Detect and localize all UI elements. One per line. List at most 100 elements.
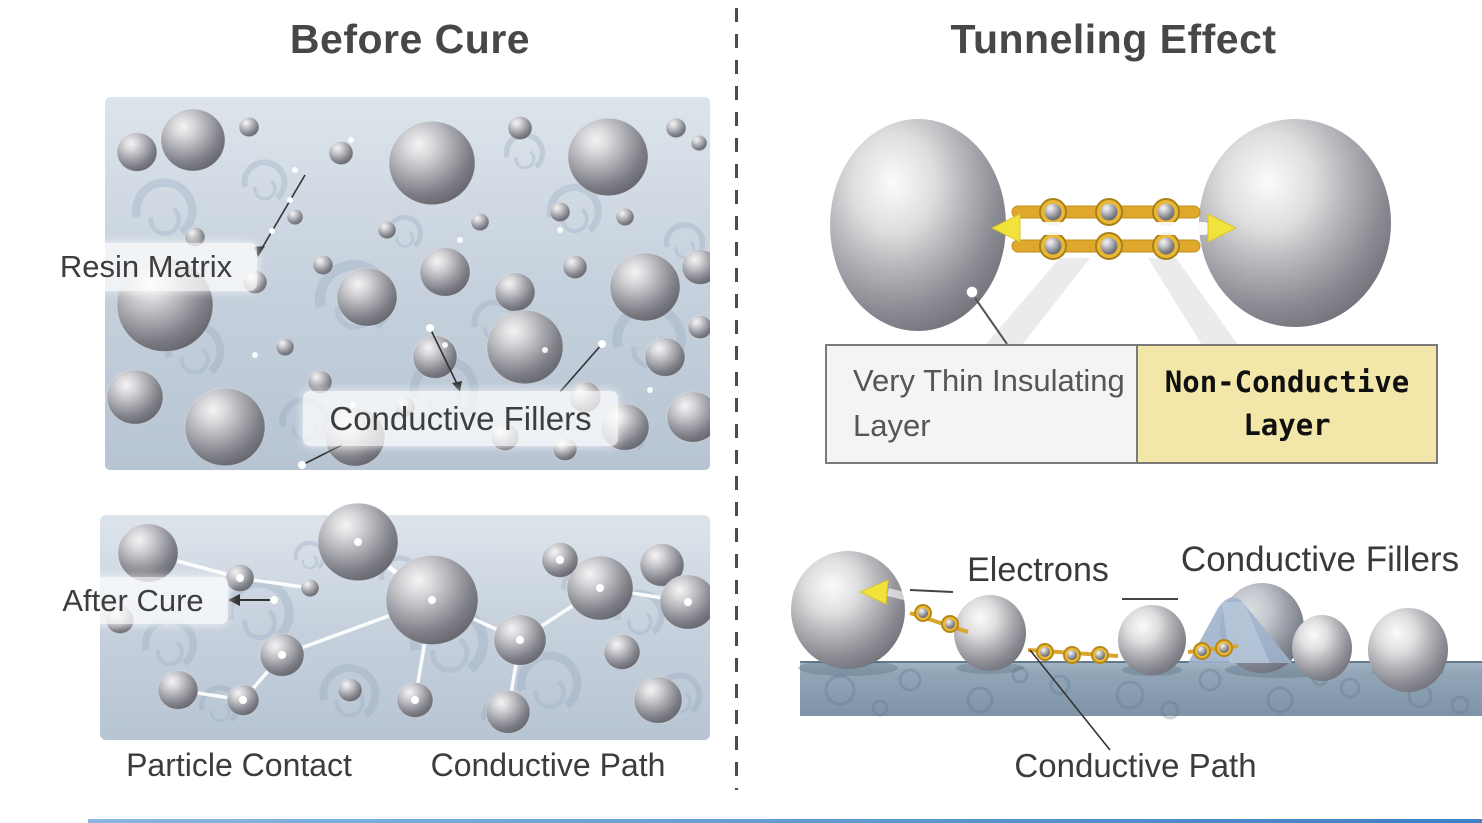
resin-swirl — [517, 651, 582, 709]
electrons-label: Electrons — [967, 551, 1109, 589]
filler-sphere — [1118, 605, 1186, 675]
filler-sphere — [494, 272, 536, 312]
resin-swirl — [429, 637, 470, 673]
filler-sphere — [665, 117, 687, 139]
filler-sphere — [681, 249, 710, 285]
electron-ball — [1157, 203, 1175, 221]
substrate-texture — [1115, 680, 1145, 710]
filler-sphere — [954, 595, 1026, 671]
junction-dot — [516, 636, 524, 644]
substrate-texture — [966, 686, 994, 714]
filler-sphere — [238, 116, 260, 138]
filler-sphere — [1292, 615, 1352, 681]
leader-dot — [298, 461, 306, 469]
layer-label-boxes: Very Thin Insulating Layer Non-Conductiv… — [825, 344, 1438, 464]
arrow-glow — [1012, 222, 1090, 235]
resin-swirl — [663, 222, 706, 260]
resin-swirl — [293, 540, 326, 570]
filler-sphere — [275, 337, 295, 357]
section-divider-dashed-line — [735, 8, 738, 790]
resin-swirl — [319, 664, 380, 718]
tunneling-effect-title: Tunneling Effect — [950, 16, 1277, 62]
filler-sphere — [160, 108, 226, 172]
resin-swirl — [224, 578, 294, 641]
highlight-dot — [442, 342, 448, 348]
filler-sphere — [615, 207, 635, 227]
electrons-leader-line — [909, 589, 954, 593]
conductive-path-label-right: Conductive Path — [1014, 747, 1257, 784]
before-cure-illustration — [105, 97, 710, 470]
junction-dot — [411, 696, 419, 704]
filler-sphere — [419, 247, 471, 297]
conductive-path-leader-line — [1029, 649, 1111, 751]
leader-arrowhead-icon — [452, 381, 462, 392]
fillers-leader-line — [301, 444, 343, 466]
substrate-texture — [1339, 677, 1361, 699]
yellow-left-arrow-icon — [858, 579, 889, 605]
junction-dot — [278, 651, 286, 659]
filler-sphere — [328, 140, 354, 166]
fillers-leader-line — [559, 343, 603, 393]
filler-sphere — [157, 670, 199, 710]
substrate-texture — [1011, 666, 1029, 684]
junction-dot — [684, 598, 692, 606]
substrate-texture — [871, 699, 889, 717]
fillers-leader-line — [429, 327, 461, 391]
resin-swirl — [209, 703, 231, 723]
resin-swirl — [241, 159, 288, 201]
callout-beam — [1148, 258, 1238, 345]
resin-swirl — [503, 132, 546, 170]
resin-swirl — [148, 206, 181, 236]
surface-dot — [965, 285, 979, 299]
filler-sphere — [633, 676, 683, 724]
highlight-dot — [557, 227, 563, 233]
conductive-fillers-label-right: Conductive Fillers — [1180, 540, 1460, 579]
highlight-dot — [542, 347, 548, 353]
junction-dot — [354, 538, 362, 546]
highlight-dot — [647, 387, 653, 393]
substrate-texture — [1049, 674, 1071, 696]
particle-contact-caption: Particle Contact — [126, 747, 352, 783]
leader-dot — [269, 228, 275, 234]
resin-swirl — [253, 179, 277, 201]
filler-sphere — [562, 254, 588, 280]
resin-swirl — [395, 231, 415, 248]
highlight-dot — [292, 167, 298, 173]
left-arrow-icon — [228, 594, 240, 606]
filler-sphere — [486, 309, 564, 385]
insulating-leader-line — [974, 297, 1008, 345]
filler-sphere — [639, 543, 685, 587]
substrate-texture — [1198, 668, 1222, 692]
filler-sphere — [117, 523, 179, 583]
junction-dot — [428, 596, 436, 604]
substrate-texture — [824, 674, 856, 706]
resin-swirl — [560, 208, 589, 234]
callout-beam — [985, 258, 1090, 345]
electron-ball — [918, 608, 928, 618]
resin-matrix-label: Resin Matrix — [35, 243, 257, 291]
substrate-texture — [1160, 700, 1180, 720]
resin-swirl — [301, 554, 318, 570]
filler-sphere — [666, 391, 710, 443]
leader-dot — [270, 596, 278, 604]
conductive-path-caption: Conductive Path — [430, 747, 666, 783]
electron-ball — [1044, 203, 1062, 221]
junction-dot — [596, 584, 604, 592]
filler-sphere — [184, 387, 266, 467]
junction-dot — [239, 696, 247, 704]
highlight-dot — [457, 237, 463, 243]
filler-sphere — [687, 314, 710, 340]
filler-sphere — [300, 578, 320, 598]
substrate-texture — [1266, 686, 1294, 714]
substrate-texture — [898, 668, 922, 692]
filler-sphere — [1368, 608, 1448, 692]
filler-sphere — [609, 252, 681, 322]
filler-sphere — [337, 677, 363, 703]
highlight-dot — [252, 352, 258, 358]
electron-ball — [1067, 650, 1077, 660]
filler-sphere — [116, 132, 158, 172]
leader-dot — [287, 197, 293, 203]
resin-swirl — [514, 150, 536, 170]
yellow-left-arrow-icon — [990, 213, 1021, 243]
